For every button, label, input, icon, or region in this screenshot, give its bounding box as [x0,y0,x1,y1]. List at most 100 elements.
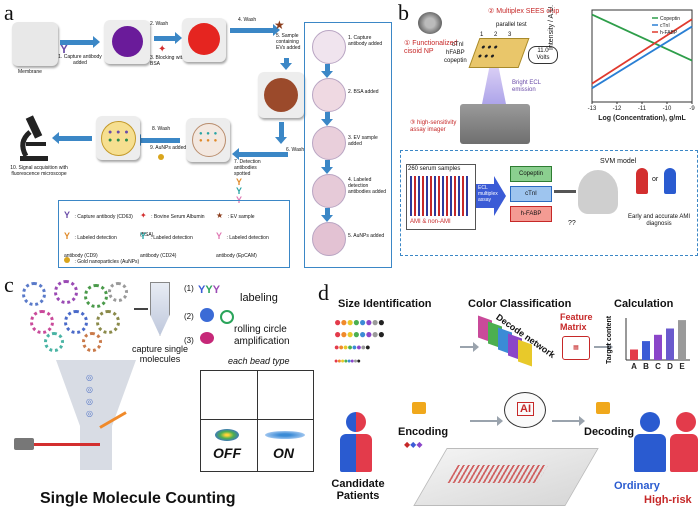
decoding-label: Decoding [584,426,635,438]
bar-a [630,349,638,360]
col-2: 2 [494,32,498,38]
marker-copeptin: copeptin [444,58,467,64]
legend-item: ✦ : Bovine Serum Albumin (BSA) [140,211,205,238]
arrow [594,342,613,352]
channel-beads: ◎◎◎◎ [86,373,95,418]
side-step-circle [312,126,346,160]
side-step-circle [312,174,346,208]
legend-item: Y : Capture antibody (CD63) [64,210,133,220]
high-risk-head [676,412,696,432]
candidate-label: Candidate Patients [331,478,385,502]
capture-antibody-icon: Y [60,42,69,56]
bar-d [666,328,674,360]
panel-c-letter: c [4,272,14,297]
legend-item: Y : Labeled detection antibody (CD9) [64,231,117,259]
bsa-icon: ✦ [140,211,147,220]
plot-frame [591,9,693,103]
arrow [275,122,287,144]
step-9-label: 9. AuNPs added [150,145,187,151]
arrow [232,148,288,160]
chip-device [413,448,599,506]
flow-plot: OFF ON [200,370,314,472]
footer-label: Single Molecule Counting [40,490,236,507]
bar-label: E [679,362,685,371]
labeling-label: labeling [240,292,278,304]
samples-label: 260 serum samples [408,166,461,172]
step-3-label: 3. Blocking with BSA [150,55,185,67]
parallel-test: parallel test [496,22,527,28]
legend-item: Y : Labeled detection antibody (CD24) [140,231,193,259]
label-1: ① Functionalized cisoid NP [404,40,458,56]
step-8-label: 8. Wash [152,126,171,132]
person-blue-icon [664,168,676,194]
arrow-right [134,308,148,310]
ai-label: AI [517,402,534,416]
legend-item: ★ : EV sample [216,211,255,220]
groups-label: AMI & non-AMI [410,219,451,225]
bead-grid: ●●●●●●●● ●●●●●●●● ●●●●●●●● ●●●●●●●● [334,315,385,365]
cd9-icon: Y [64,231,71,241]
step-7-label: 7. Detection antibodies spotted [234,159,261,177]
arrow [154,32,182,44]
series-line-h-fabp [591,18,693,85]
diagnosis-box [400,150,698,256]
arrow [321,208,333,222]
arrow [134,134,180,146]
epcam-icon: Y [216,231,223,241]
arrow [460,342,479,352]
step-2: (2) [184,312,194,321]
ordinary-body [634,434,666,472]
bead-type-label: each bead type [228,356,290,366]
high-risk-label: High-risk [644,494,692,506]
capture-antibody-icon: Y [64,210,71,220]
arrow [321,160,333,174]
ev-star-icon: ★ [274,18,285,32]
step-1: (1) [184,284,194,293]
legend-label: Copeptin [660,16,680,22]
rca-label: rolling circle amplification [234,324,290,347]
step-6-label: 6. Wash [286,147,305,153]
ai-brain-icon: AI [504,392,546,428]
col-3: 3 [508,32,512,38]
x-tick-label: -10 [663,106,672,112]
step-5-label: 5. Sample containing EVs added [276,33,301,51]
side-step-circle [312,222,346,256]
side-step-label: 2. BSA added [348,89,379,95]
sample-tubes [410,176,470,216]
candidate-body [340,434,372,472]
bar-label: D [667,362,673,371]
side-step-label: 5. AuNPs added [348,233,385,239]
bead-cluster [18,280,128,352]
ev-icon: ★ [216,211,224,220]
bar-b [642,341,650,360]
col-1: 1 [480,32,484,38]
person-red-icon [636,168,648,194]
arrow [321,64,333,78]
final-circle [101,121,136,156]
question-label: ?? [568,220,576,227]
ordinary-head [640,412,660,432]
legend-item: : Gold nanoparticles (AuNPs) [64,250,184,268]
candidate-head [346,412,366,432]
panel-d-letter: d [318,280,329,305]
arrow [280,58,292,70]
bead [54,280,78,304]
unlock-icon [596,402,610,414]
volts-display: 11.0 Volts [528,46,558,64]
marker-ctni: cTnI [452,42,464,48]
cd24-icon: Y [140,231,147,241]
bead [108,282,128,302]
calc-label: Calculation [614,298,674,310]
color-class-label: Color Classification [468,298,572,310]
bar-label: B [643,362,649,371]
series-line-ctni [591,25,693,89]
series-line-copeptin [591,13,693,62]
encoding-label: Encoding [398,426,449,438]
spotted-circle [192,123,226,157]
bar-c [654,334,662,360]
panel-a-letter: a [4,0,14,25]
on-cluster [265,431,305,439]
bead [84,284,108,308]
membrane-label: Membrane [18,69,42,75]
